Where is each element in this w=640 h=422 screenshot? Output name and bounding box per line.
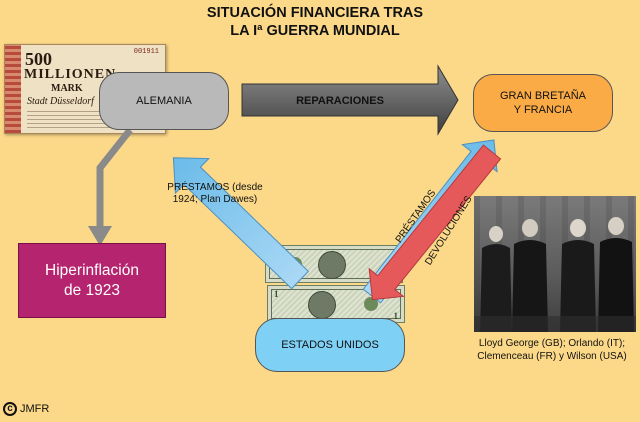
banknote-city: Stadt Düsseldorf bbox=[27, 96, 94, 107]
node-gran-bretana-francia: GRAN BRETAÑA Y FRANCIA bbox=[473, 74, 613, 132]
figure-4-head bbox=[608, 217, 624, 235]
alemania-label: ALEMANIA bbox=[136, 95, 192, 107]
big-four-photo bbox=[474, 196, 636, 332]
node-hiperinflacion: Hiperinflación de 1923 bbox=[18, 243, 166, 318]
node-alemania: ALEMANIA bbox=[99, 72, 229, 130]
hiper-label-line-1: Hiperinflación bbox=[45, 261, 139, 279]
figure-2-body bbox=[512, 240, 548, 332]
banknote-word: MILLIONEN bbox=[24, 67, 117, 82]
title-line-1: SITUACIÓN FINANCIERA TRAS bbox=[206, 5, 424, 21]
gb-label-line-1: GRAN BRETAÑA bbox=[500, 90, 586, 102]
photo-caption: Lloyd George (GB); Orlando (IT); Clemenc… bbox=[477, 338, 627, 362]
footer-credit: c JMFR bbox=[3, 402, 49, 416]
hiperinflacion-arrow-shaft bbox=[96, 127, 133, 232]
photo-ground bbox=[474, 316, 636, 332]
banknote-unit: MARK bbox=[51, 83, 83, 94]
figure-1-body bbox=[480, 244, 512, 332]
title-line-2: LA Iª GUERRA MUNDIAL bbox=[230, 23, 400, 39]
bill-number: 1 bbox=[274, 289, 279, 299]
prestamos-dawes-label-1: PRÉSTAMOS (desde bbox=[167, 180, 263, 193]
figure-2-head bbox=[522, 219, 538, 237]
author-label: JMFR bbox=[20, 403, 50, 415]
gb-label-line-2: Y FRANCIA bbox=[513, 104, 573, 116]
bill-portrait bbox=[308, 291, 336, 319]
reparaciones-arrow bbox=[241, 64, 459, 136]
figure-4-body bbox=[598, 238, 634, 332]
usa-label: ESTADOS UNIDOS bbox=[281, 339, 379, 351]
prestamos-dawes-arrow bbox=[172, 157, 310, 290]
photo-figures bbox=[474, 217, 636, 332]
bill-number: 1 bbox=[393, 311, 399, 321]
bill-seal bbox=[364, 297, 378, 311]
hiper-label-line-2: de 1923 bbox=[63, 281, 120, 299]
hiperinflacion-arrow-head bbox=[88, 226, 112, 246]
prestamos-dawes-label-2: 1924; Plan Dawes) bbox=[173, 194, 258, 205]
figure-3-head bbox=[570, 219, 586, 237]
bill-portrait bbox=[318, 251, 346, 279]
banknote-serial: 001911 bbox=[133, 48, 159, 56]
devoluciones-arrow bbox=[368, 144, 502, 301]
figure-3-body bbox=[560, 240, 596, 332]
banknote-amount: 500 bbox=[25, 49, 52, 69]
copyright-icon: c bbox=[3, 402, 17, 416]
figure-1-head bbox=[489, 226, 503, 242]
reparaciones-label: REPARACIONES bbox=[296, 95, 384, 107]
diagram-title: SITUACIÓN FINANCIERA TRAS LA Iª GUERRA M… bbox=[150, 4, 480, 40]
node-estados-unidos: ESTADOS UNIDOS bbox=[255, 318, 405, 372]
banknote-band bbox=[5, 45, 21, 133]
